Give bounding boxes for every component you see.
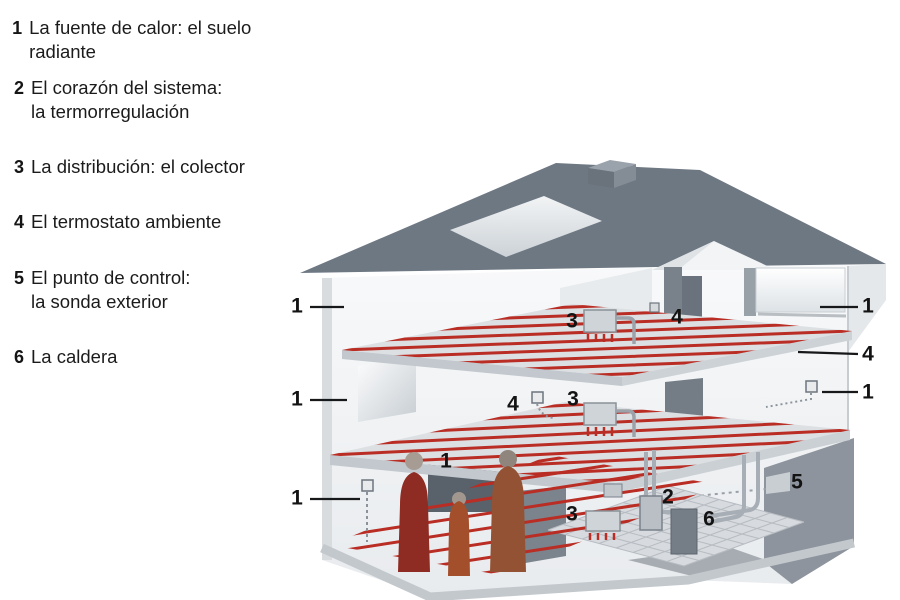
- callout-3-floor2: 3: [566, 309, 578, 333]
- slab-floor2-edge-right: [622, 331, 852, 386]
- caldera-boiler: [670, 508, 698, 555]
- sonda-exterior-panel: [766, 472, 790, 494]
- legend-item-5: 5 El punto de control:la sonda exterior: [0, 266, 190, 314]
- legend-number: 3: [13, 157, 24, 177]
- colector-floor2-box: [583, 309, 636, 344]
- chimney: [588, 160, 636, 188]
- gable-shade: [652, 241, 714, 270]
- coil-floor1: [288, 392, 893, 493]
- termorregulacion-unit: [639, 495, 663, 531]
- slab-floor2-edge: [342, 350, 622, 386]
- callout-1-right-wing: 1: [862, 294, 874, 318]
- callout-6-caldera: 6: [703, 507, 715, 531]
- legend-item-3: 3 La distribución: el colector: [0, 155, 245, 179]
- callout-4-floor2: 4: [671, 305, 683, 329]
- leader-lines: [310, 305, 859, 501]
- legend-number: 2: [13, 78, 24, 98]
- legend-number: 4: [13, 212, 24, 232]
- colector-ground-box: [585, 510, 621, 540]
- callout-3-floor1: 3: [567, 387, 579, 411]
- callout-3-ground: 3: [566, 502, 578, 526]
- legend-label: El punto de control:la sonda exterior: [31, 267, 191, 312]
- callout-4-slab-right: 4: [862, 342, 874, 366]
- legend-item-6: 6 La caldera: [0, 345, 117, 369]
- legend-label: El corazón del sistema:la termorregulaci…: [31, 77, 223, 122]
- slab-floor1-edge-right: [615, 430, 850, 493]
- legend-number: 1: [12, 18, 23, 38]
- legend-item-4: 4 El termostato ambiente: [0, 210, 221, 234]
- callout-1-floor1-left: 1: [291, 387, 303, 411]
- control-wall-box: [603, 483, 623, 498]
- base-edge: [320, 538, 855, 600]
- legend-item-2: 2 El corazón del sistema:la termorregula…: [0, 76, 222, 124]
- callout-4-floor1: 4: [507, 392, 519, 416]
- legend-label: La distribución: el colector: [31, 156, 245, 177]
- legend-label: El termostato ambiente: [31, 211, 222, 232]
- callout-1-ground-left: 1: [291, 486, 303, 510]
- legend-label: La fuente de calor: el suelo radiante: [29, 17, 252, 62]
- callout-5-sonda: 5: [791, 470, 803, 494]
- colector-floor1-box: [583, 402, 636, 437]
- slab-floor1-edge: [330, 455, 615, 493]
- legend-item-1: 1 La fuente de calor: el suelo radiante: [0, 16, 300, 64]
- callout-1-floor1-right: 1: [862, 380, 874, 404]
- callout-1-slab-edge: 1: [440, 449, 452, 473]
- thermostats: [361, 302, 818, 542]
- skylight: [450, 196, 602, 257]
- callout-1-floor2-left: 1: [291, 294, 303, 318]
- radiator-right-wing: [744, 267, 847, 318]
- callout-2-termorregulacion: 2: [662, 485, 674, 509]
- legend-number: 6: [13, 347, 24, 367]
- people-figures: [398, 450, 526, 576]
- legend-number: 5: [13, 268, 24, 288]
- right-wall-facet: [848, 264, 886, 352]
- cut-wall-edge: [322, 278, 332, 560]
- legend-label: La caldera: [31, 346, 118, 367]
- window-floor1: [358, 356, 416, 422]
- basement-wall-left: [628, 546, 766, 578]
- pipes: [644, 450, 760, 525]
